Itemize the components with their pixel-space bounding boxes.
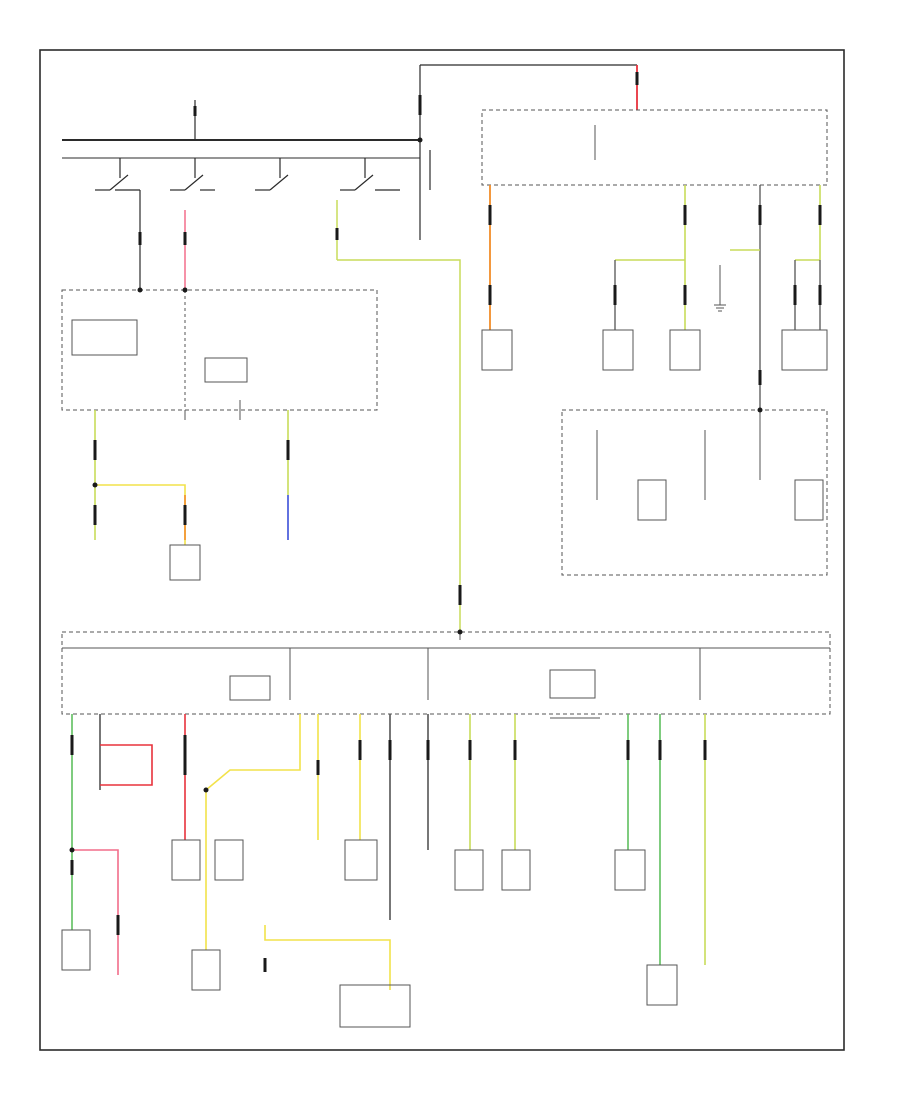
- component-box-icon: [191, 949, 221, 991]
- component-box-icon: [169, 544, 201, 581]
- under-hood-fuse-box-top: [481, 65, 828, 410]
- component-box-icon: [214, 839, 244, 881]
- component-box-icon: [614, 849, 646, 891]
- component-box-icon: [454, 849, 484, 891]
- component-box-icon: [61, 929, 91, 971]
- component-box-icon: [637, 479, 667, 521]
- component-box-icon: [602, 329, 634, 371]
- diagram-frame: [39, 49, 845, 1051]
- component-box-icon: [646, 964, 678, 1006]
- under-hood-fuse-box-bottom: [61, 630, 831, 715]
- under-dash-fuse-box: [61, 289, 378, 581]
- component-box-icon: [344, 839, 378, 881]
- component-box-icon: [481, 329, 513, 371]
- relay-icon: [204, 357, 248, 383]
- junction-dots: [69, 137, 763, 853]
- relay-icon: [549, 669, 596, 699]
- relay-icon: [229, 675, 271, 701]
- right-module: [561, 409, 828, 576]
- component-box-icon: [781, 329, 828, 371]
- component-box-icon: [171, 839, 201, 881]
- component-box-icon: [669, 329, 701, 371]
- lower-components: [61, 839, 678, 1028]
- ignition-switch-block: [62, 64, 637, 630]
- ground-icon: [714, 300, 726, 312]
- connector-stubs: [70, 72, 822, 972]
- component-box-icon: [794, 479, 824, 521]
- switch-icon: [95, 158, 400, 191]
- component-box-icon: [501, 849, 531, 891]
- component-box-icon: [339, 984, 411, 1028]
